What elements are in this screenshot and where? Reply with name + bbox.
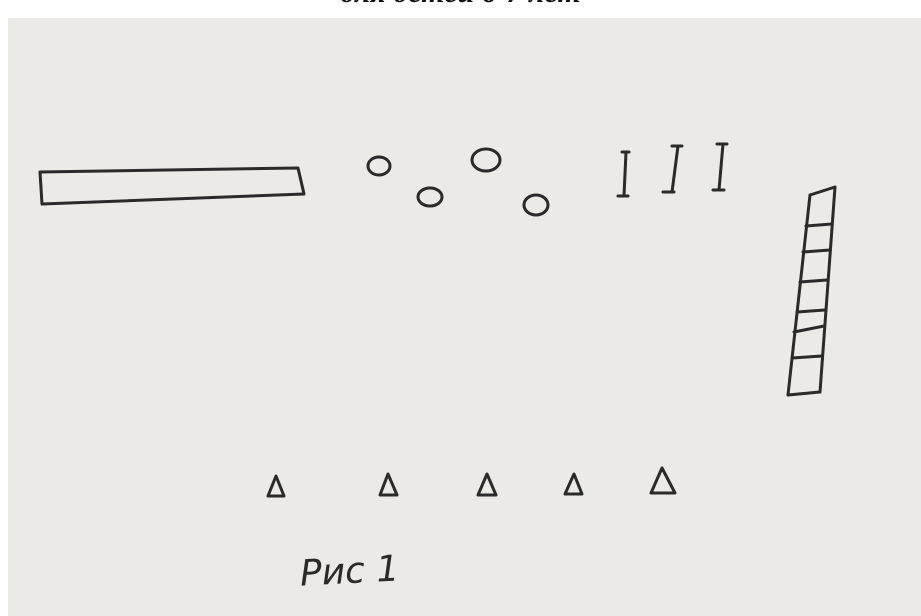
cone-1 xyxy=(266,474,286,498)
hoops-group xyxy=(366,147,550,217)
bench-sketch xyxy=(38,166,306,206)
ladder-sketch xyxy=(786,185,837,397)
hoop-2 xyxy=(416,186,444,208)
hoop-1 xyxy=(366,155,392,177)
figure-label: Рис 1 xyxy=(298,548,401,595)
hoop-4 xyxy=(522,193,550,217)
cone-5 xyxy=(649,466,677,495)
cone-4 xyxy=(563,472,584,496)
posts-group xyxy=(616,142,729,198)
cone-2 xyxy=(378,472,399,497)
top-caption: для детей 6-7 лет xyxy=(0,0,921,8)
cone-3 xyxy=(476,472,498,497)
hoop-3 xyxy=(470,147,502,173)
paper-sheet xyxy=(8,18,921,616)
post-1 xyxy=(616,150,631,198)
post-2 xyxy=(661,144,684,194)
post-3 xyxy=(711,142,729,192)
cones-group xyxy=(266,466,677,498)
